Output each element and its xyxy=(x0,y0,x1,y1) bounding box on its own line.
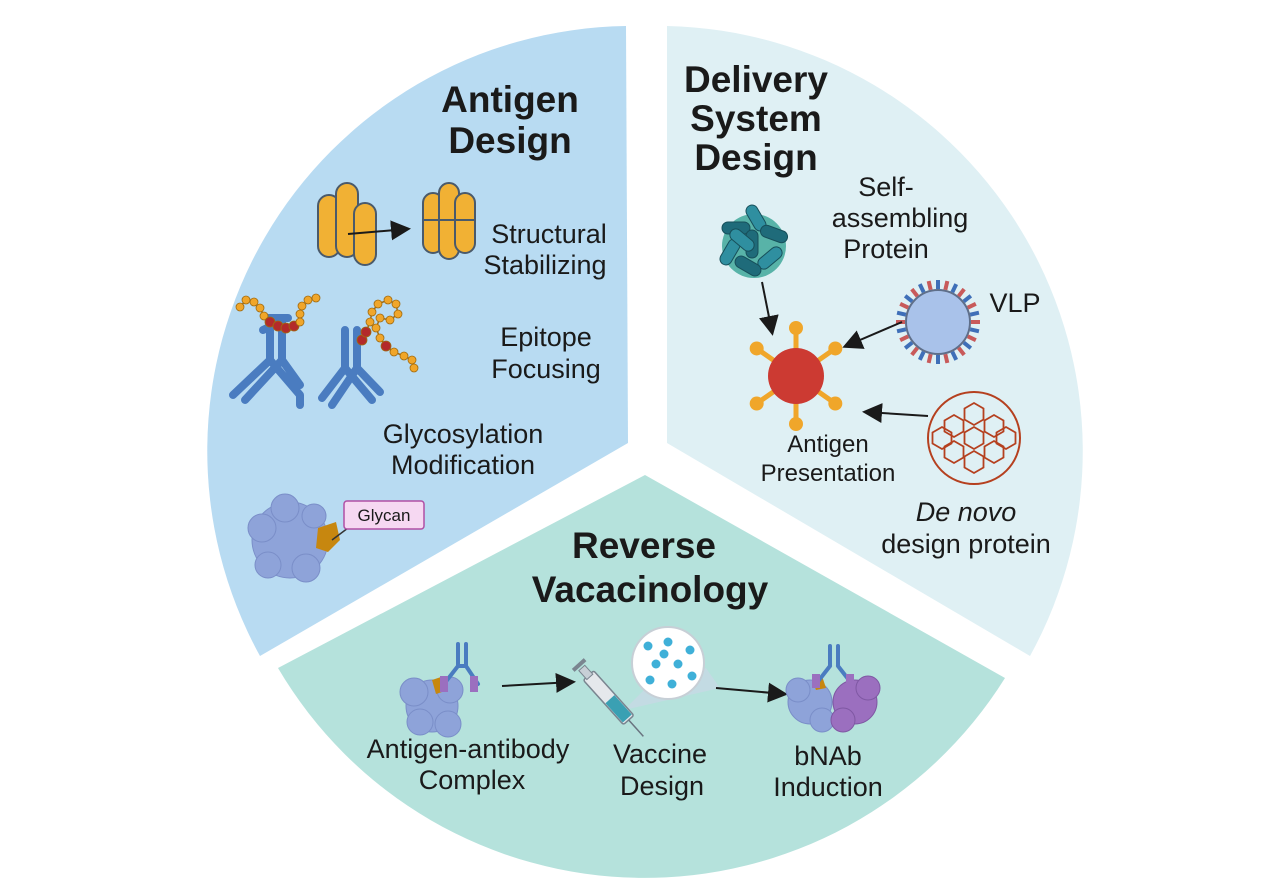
antigen-design-title-line2: Design xyxy=(448,120,571,161)
presentation-line2: Presentation xyxy=(761,460,896,487)
self-assembling-arrow xyxy=(759,281,779,336)
bnab-label-line2: Induction xyxy=(773,772,883,802)
nanoparticle-icon xyxy=(749,321,843,431)
antibody-icon-2 xyxy=(318,326,384,409)
epitope-chain-1 xyxy=(235,293,321,334)
stabilizing-arrow xyxy=(347,220,411,241)
antigen-design-title-line1: Antigen xyxy=(441,79,579,120)
delivery-title-line3: Design xyxy=(694,137,817,178)
complex-label-line2: Complex xyxy=(419,765,526,795)
rod-bundle-icon xyxy=(317,182,377,266)
glyco-label-line1: Glycosylation xyxy=(383,419,544,449)
epitope-chain-2 xyxy=(356,295,419,373)
denovo-label-italic: De novo xyxy=(916,497,1017,527)
self-assembling-protein-icon xyxy=(719,204,789,278)
vlp-label: VLP xyxy=(989,288,1040,318)
bnab-complex-icon xyxy=(785,644,881,733)
complex-label-line1: Antigen-antibody xyxy=(367,734,570,764)
vaccine-particles xyxy=(643,637,697,689)
epitope-label-line1: Epitope xyxy=(500,322,592,352)
vaccine-label-line1: Vaccine xyxy=(613,739,707,769)
self-assembling-line3: Protein xyxy=(843,234,929,264)
glyco-label-line2: Modification xyxy=(391,450,535,480)
glycan-tag-box xyxy=(343,500,425,530)
vlp-arrow xyxy=(842,321,903,349)
reverse-title-line1: Reverse xyxy=(572,525,716,566)
denovo-label-line2: design protein xyxy=(881,529,1051,559)
reverse-title-line2: Vacacinology xyxy=(532,569,769,610)
epitope-label-line2: Focusing xyxy=(491,354,601,384)
bnab-label-line1: bNAb xyxy=(794,741,862,771)
complex-arrow xyxy=(501,672,576,693)
fullerene-cage-icon xyxy=(927,391,1021,485)
glycan-pointer xyxy=(331,527,349,541)
stabilized-rod-bundle-icon xyxy=(422,182,476,260)
delivery-title-line2: System xyxy=(690,98,822,139)
self-assembling-line1: Self- xyxy=(858,172,914,202)
self-assembling-line2: assembling xyxy=(832,203,969,233)
antigen-design-sector xyxy=(207,26,628,656)
delivery-title-line1: Delivery xyxy=(684,59,828,100)
protein-icon xyxy=(247,493,340,583)
structural-label-line2: Stabilizing xyxy=(483,250,606,280)
denovo-arrow xyxy=(862,403,929,424)
delivery-system-sector xyxy=(667,26,1083,656)
vlp-icon xyxy=(896,280,980,364)
glycan-tag-label: Glycan xyxy=(358,506,411,525)
vaccine-label-line2: Design xyxy=(620,771,704,801)
structural-label-line1: Structural xyxy=(491,219,607,249)
vaccine-arrow xyxy=(715,682,788,703)
antigen-antibody-complex-icon xyxy=(399,642,480,738)
presentation-line1: Antigen xyxy=(787,431,868,458)
